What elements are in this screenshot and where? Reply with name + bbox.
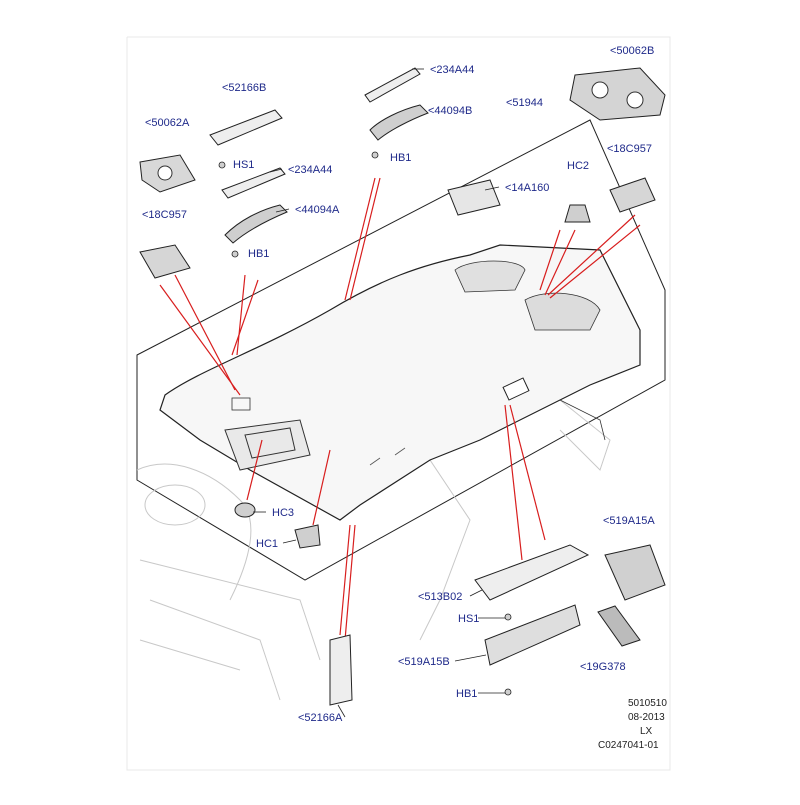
callout-18C957-left: <18C957: [142, 209, 187, 221]
part-18C957-left-lamp: [139, 244, 191, 279]
headliner-panel-outline: [136, 119, 666, 581]
callout-connectors: [253, 68, 505, 718]
callout-50062A: <50062A: [145, 117, 190, 129]
leader-lines: [159, 177, 641, 641]
doc-info-line2: 08-2013: [628, 712, 665, 723]
part-519A15B-console: [484, 604, 581, 666]
part-52166B-bracket: [209, 109, 283, 146]
headliner: [159, 244, 641, 521]
vehicle-interior-sketch: [136, 399, 611, 701]
callout-513B02: <513B02: [418, 591, 462, 603]
callout-HC2: HC2: [567, 160, 589, 172]
callout-519A15B: <519A15B: [398, 656, 450, 668]
callout-44094B: <44094B: [428, 105, 472, 117]
part-HC3-clip: [234, 502, 256, 518]
callout-234A44-mid: <234A44: [288, 164, 332, 176]
callout-52166A: <52166A: [298, 712, 343, 724]
doc-info-line4: C0247041-01: [598, 740, 659, 751]
part-19G378-lens: [597, 605, 641, 647]
part-HC1-clip: [294, 524, 321, 549]
doc-info-line1: 5010510: [628, 698, 667, 709]
callout-18C957-right: <18C957: [607, 143, 652, 155]
part-14A160-module: [447, 179, 501, 216]
part-50062A-lamp-bezel: [139, 154, 196, 193]
callout-519A15A: <519A15A: [603, 515, 655, 527]
part-50062B-lamp-bezel: [569, 67, 666, 121]
part-44094B-grab-handle: [369, 104, 429, 141]
callout-44094A: <44094A: [295, 204, 340, 216]
callout-HB1-mid: HB1: [390, 152, 411, 164]
fasteners: [218, 151, 512, 696]
callout-labels: <50062B <51944 <234A44 <52166B <44094B <…: [142, 45, 655, 724]
diagram-frame: [126, 36, 671, 771]
part-18C957-right-lamp: [609, 177, 656, 213]
part-234A44-cover-mid: [221, 167, 286, 199]
callout-HC1: HC1: [256, 538, 278, 550]
callout-HC3: HC3: [272, 507, 294, 519]
callout-HS1-top: HS1: [233, 159, 254, 171]
callout-HB1-left: HB1: [248, 248, 269, 260]
callout-51944: <51944: [506, 97, 543, 109]
part-HC2-clip: [564, 204, 591, 223]
callout-234A44-top: <234A44: [430, 64, 474, 76]
part-234A44-cover-top: [364, 67, 421, 103]
callout-14A160: <14A160: [505, 182, 549, 194]
doc-info: 5010510 08-2013 LX C0247041-01: [598, 698, 667, 751]
part-513B02-bracket: [474, 544, 590, 601]
doc-info-line3: LX: [640, 726, 653, 737]
part-519A15A-lamp: [604, 544, 666, 601]
part-44094A-grab-handle: [224, 204, 288, 244]
callout-HB1-bottom: HB1: [456, 688, 477, 700]
callout-HS1-bottom: HS1: [458, 613, 479, 625]
callout-19G378: <19G378: [580, 661, 626, 673]
part-52166A-bracket: [329, 634, 353, 706]
callout-50062B: <50062B: [610, 45, 654, 57]
callout-52166B: <52166B: [222, 82, 266, 94]
